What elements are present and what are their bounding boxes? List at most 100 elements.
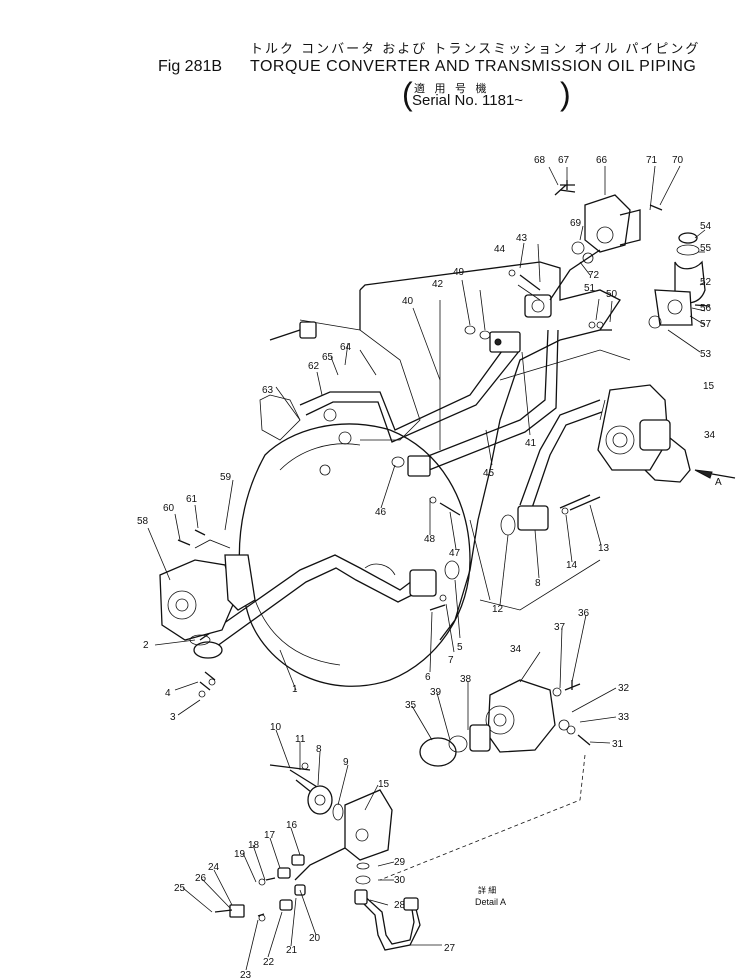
callout-35: 35 <box>405 700 417 711</box>
transmission-case <box>238 261 631 687</box>
callout-15-detail: 15 <box>378 779 390 790</box>
callout-42: 42 <box>432 279 444 290</box>
top-flange-assembly <box>524 184 663 318</box>
callout-18: 18 <box>248 840 260 851</box>
callout-37: 37 <box>554 622 566 633</box>
callout-43: 43 <box>516 233 528 244</box>
callout-14: 14 <box>566 560 578 571</box>
figure-number: Fig 281B <box>158 58 223 75</box>
callout-45: 45 <box>483 468 495 479</box>
fasteners <box>177 180 612 698</box>
serial-bracket-left: ( <box>402 76 413 112</box>
callout-61: 61 <box>186 494 198 505</box>
callout-13: 13 <box>598 543 610 554</box>
callout-58: 58 <box>137 516 149 527</box>
leader-lines <box>147 165 706 971</box>
callout-3: 3 <box>170 712 176 723</box>
callout-7: 7 <box>448 655 454 666</box>
callout-1: 1 <box>292 684 298 695</box>
callout-8-detail: 8 <box>316 744 322 755</box>
serial-number: Serial No. 1181~ <box>412 92 524 109</box>
callout-12: 12 <box>492 604 504 615</box>
callout-54: 54 <box>700 221 712 232</box>
callout-41: 41 <box>525 438 537 449</box>
callout-52: 52 <box>700 277 712 288</box>
callout-39: 39 <box>430 687 442 698</box>
callout-23: 23 <box>240 970 252 980</box>
callout-6: 6 <box>425 672 431 683</box>
callout-40: 40 <box>402 296 414 307</box>
callout-24: 24 <box>208 862 220 873</box>
callout-53: 53 <box>700 349 712 360</box>
callout-33: 33 <box>618 712 630 723</box>
callout-49: 49 <box>453 267 465 278</box>
callout-65: 65 <box>322 352 334 363</box>
elbow-52 <box>648 232 711 329</box>
callout-16: 16 <box>286 820 298 831</box>
callout-8: 8 <box>535 578 541 589</box>
pipe-1 <box>193 554 437 659</box>
callout-55: 55 <box>700 243 712 254</box>
detail-label-japanese: 詳 細 <box>478 885 496 895</box>
callout-59: 59 <box>220 472 232 483</box>
detail-a <box>214 754 586 951</box>
callout-57: 57 <box>700 319 712 330</box>
callout-31: 31 <box>612 739 624 750</box>
view-arrow-a: A <box>694 469 736 488</box>
detail-label: Detail A <box>475 897 506 907</box>
callout-4: 4 <box>165 688 171 699</box>
callout-17: 17 <box>264 830 276 841</box>
callout-9: 9 <box>343 757 349 768</box>
serial-label-japanese: 適 用 号 機 <box>414 82 490 95</box>
pump-58 <box>159 539 256 641</box>
callout-10: 10 <box>270 722 282 733</box>
callout-72: 72 <box>588 270 600 281</box>
callout-28: 28 <box>394 900 406 911</box>
callout-51: 51 <box>584 283 596 294</box>
callout-68: 68 <box>534 155 546 166</box>
callout-2: 2 <box>143 640 149 651</box>
callout-69: 69 <box>570 218 582 229</box>
callout-48: 48 <box>424 534 436 545</box>
callout-56: 56 <box>700 303 712 314</box>
callout-11: 11 <box>295 734 306 745</box>
callout-21: 21 <box>286 945 298 956</box>
callout-numbers: 1 2 3 4 5 6 7 8 8 9 10 11 12 13 14 15 15… <box>137 155 716 980</box>
callout-32: 32 <box>618 683 630 694</box>
callout-70: 70 <box>672 155 684 166</box>
callout-46: 46 <box>375 507 387 518</box>
callout-47: 47 <box>449 548 461 559</box>
callout-27: 27 <box>444 943 456 954</box>
callout-26: 26 <box>195 873 207 884</box>
callout-66: 66 <box>596 155 608 166</box>
callout-60: 60 <box>163 503 175 514</box>
title-english: TORQUE CONVERTER AND TRANSMISSION OIL PI… <box>250 58 697 75</box>
callout-38: 38 <box>460 674 472 685</box>
pump-upper-right <box>597 384 691 483</box>
title-japanese: トルク コンバータ および トランスミッション オイル パイピング <box>250 42 701 57</box>
pipe-40-45 <box>269 321 559 477</box>
callout-5: 5 <box>457 642 463 653</box>
callout-30: 30 <box>394 875 406 886</box>
callout-20: 20 <box>309 933 321 944</box>
callout-71: 71 <box>646 155 658 166</box>
callout-34: 34 <box>704 430 716 441</box>
callout-64: 64 <box>340 342 352 353</box>
callout-25: 25 <box>174 883 186 894</box>
callout-19: 19 <box>234 849 246 860</box>
serial-bracket-right: ) <box>560 76 571 112</box>
callout-29: 29 <box>394 857 406 868</box>
pump-34-lower <box>419 679 591 767</box>
callout-50: 50 <box>606 289 618 300</box>
callout-36: 36 <box>578 608 590 619</box>
view-arrow-label: A <box>715 477 722 488</box>
callout-22: 22 <box>263 957 275 968</box>
callout-62: 62 <box>308 361 320 372</box>
callout-67: 67 <box>558 155 570 166</box>
callout-34-lower: 34 <box>510 644 522 655</box>
callout-44: 44 <box>494 244 506 255</box>
callout-63: 63 <box>262 385 274 396</box>
callout-15: 15 <box>703 381 715 392</box>
